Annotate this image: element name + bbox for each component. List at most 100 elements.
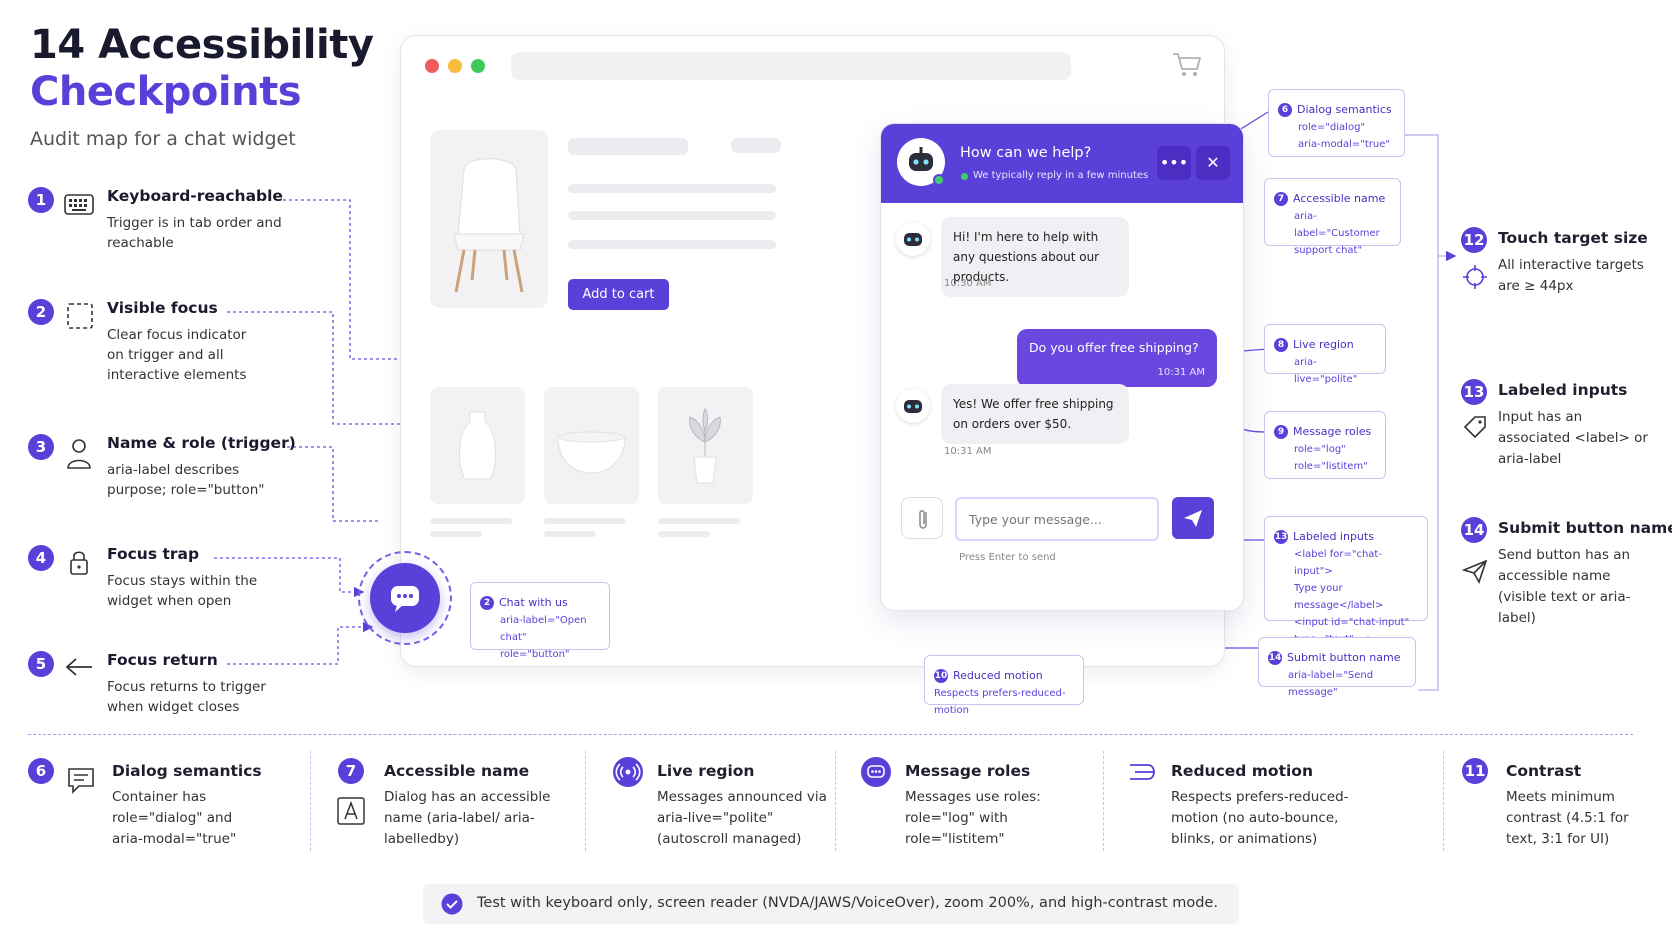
add-to-cart-button[interactable]: Add to cart <box>568 279 669 310</box>
title-line-2: Checkpoints <box>30 69 302 115</box>
plant-icon <box>689 407 721 484</box>
callout-code: role="button" <box>500 649 570 660</box>
checkpoint-title: Reduced motion <box>1171 762 1313 780</box>
checkpoint-number: 2 <box>28 299 54 325</box>
callout-live-region: 8 Live region aria-live="polite" <box>1264 324 1386 385</box>
callout-title: Message roles <box>1293 425 1372 438</box>
callout-number: 2 <box>480 596 494 610</box>
robot-icon <box>904 233 922 246</box>
checkpoint-desc: Trigger is in tab order and reachable <box>107 215 282 251</box>
message-timestamp: 10:30 AM <box>944 278 992 289</box>
callout-code: role="log" <box>1294 444 1346 455</box>
section-divider <box>28 734 1633 735</box>
callout-code: role="listitem" <box>1294 461 1368 472</box>
product-image <box>430 130 548 308</box>
checkpoint-desc: Send button has an accessible name (visi… <box>1498 547 1631 626</box>
callout-chat-with-us: 2 Chat with us aria-label="Open chat" rol… <box>470 582 610 660</box>
callout-code: aria-label="Open chat" <box>500 615 587 643</box>
testing-note-text: Test with keyboard only, screen reader (… <box>477 895 1218 911</box>
thumb-caption-line <box>430 518 512 524</box>
chat-header-title: How can we help? <box>960 145 1092 161</box>
more-options-button[interactable]: ••• <box>1157 146 1191 180</box>
callout-number: 9 <box>1274 425 1288 439</box>
checkpoint-number: 3 <box>28 434 54 460</box>
callout-code: aria-live="polite" <box>1294 357 1358 385</box>
checkpoint-title: Contrast <box>1506 762 1582 780</box>
checkpoint-number: 4 <box>28 545 54 571</box>
focus-frame-icon <box>67 303 93 329</box>
chat-dialog: How can we help? We typically reply in a… <box>880 123 1244 611</box>
callout-title: Labeled inputs <box>1293 530 1374 543</box>
checkpoint-desc: Messages use roles: role="log" with role… <box>905 789 1041 847</box>
broadcast-icon <box>613 757 643 787</box>
callout-code: <label for="chat-input"> <box>1294 549 1382 577</box>
bot-avatar <box>897 138 945 186</box>
chat-bubble-icon <box>861 757 891 787</box>
callout-title: Reduced motion <box>953 669 1043 682</box>
callout-title: Dialog semantics <box>1297 103 1392 116</box>
callout-code: <input id="chat-input" <box>1294 617 1410 628</box>
input-hint: Press Enter to send <box>959 552 1056 563</box>
column-separator <box>1103 751 1104 851</box>
column-separator <box>835 751 836 851</box>
send-icon <box>1184 510 1202 527</box>
chat-trigger-button[interactable] <box>370 563 440 633</box>
send-message-button[interactable] <box>1172 497 1214 539</box>
callout-title: Accessible name <box>1293 192 1386 205</box>
checkpoint-title: Focus trap <box>107 545 200 563</box>
robot-icon <box>909 147 933 171</box>
product-title-placeholder <box>568 138 688 155</box>
callout-number: 7 <box>1274 192 1288 206</box>
checkpoint-number: 12 <box>1461 227 1487 253</box>
thumb-caption-line <box>544 531 596 537</box>
callout-title: Chat with us <box>499 596 568 609</box>
send-icon <box>1461 559 1488 584</box>
checkpoint-title: Name & role (trigger) <box>107 434 296 452</box>
checkpoint-desc: Focus stays within the widget when open <box>107 573 258 609</box>
checkpoint-title: Live region <box>657 762 755 780</box>
message-input[interactable] <box>955 497 1159 541</box>
checkpoint-number: 7 <box>338 758 364 784</box>
callout-message-roles: 9 Message roles role="log" role="listitem… <box>1264 411 1386 479</box>
thumb-caption-line <box>658 518 740 524</box>
product-thumb-bowl[interactable] <box>544 387 639 504</box>
callout-number: 13 <box>1274 530 1288 544</box>
close-chat-button[interactable]: ✕ <box>1196 146 1230 180</box>
checkpoint-number: 1 <box>28 187 54 213</box>
keyboard-icon <box>64 194 94 215</box>
message-timestamp: 10:31 AM <box>1157 367 1205 378</box>
callout-number: 14 <box>1268 651 1282 665</box>
callout-title: Live region <box>1293 338 1354 351</box>
focus-ring <box>358 551 452 645</box>
attach-file-button[interactable] <box>901 497 943 539</box>
product-thumb-plant[interactable] <box>658 387 753 504</box>
speech-bubble-icon <box>68 768 94 794</box>
chair-icon <box>453 158 525 293</box>
checkpoint-desc: Clear focus indicator on trigger and all… <box>107 327 247 383</box>
checkpoint-number: 14 <box>1461 517 1487 543</box>
window-minimize-dot <box>448 59 462 73</box>
callout-code: Type your message</label> <box>1294 583 1384 611</box>
title-line-1: 14 Accessibility <box>30 22 374 68</box>
checkpoint-desc: All interactive targets are ≥ 44px <box>1498 257 1644 294</box>
user-message: Do you offer free shipping? 10:31 AM <box>1017 329 1217 387</box>
chat-header: How can we help? We typically reply in a… <box>881 124 1243 203</box>
callout-labeled-inputs: 13 Labeled inputs <label for="chat-input"… <box>1264 516 1428 645</box>
column-separator <box>585 751 586 851</box>
crosshair-icon <box>1463 265 1487 289</box>
cart-icon[interactable] <box>1171 50 1203 78</box>
motion-lines-icon <box>1130 764 1155 780</box>
callout-title: Submit button name <box>1287 651 1401 664</box>
robot-icon <box>904 400 922 413</box>
checkpoint-desc: Dialog has an accessible name (aria-labe… <box>384 789 551 847</box>
checkpoint-number: 6 <box>28 758 54 784</box>
checkpoint-desc: Messages announced via aria-live="polite… <box>657 789 827 847</box>
product-thumb-vase[interactable] <box>430 387 525 504</box>
address-bar[interactable] <box>511 52 1071 80</box>
checkpoint-desc: aria-label describes purpose; role="butt… <box>107 462 265 498</box>
callout-number: 8 <box>1274 338 1288 352</box>
online-status-indicator <box>933 174 945 186</box>
